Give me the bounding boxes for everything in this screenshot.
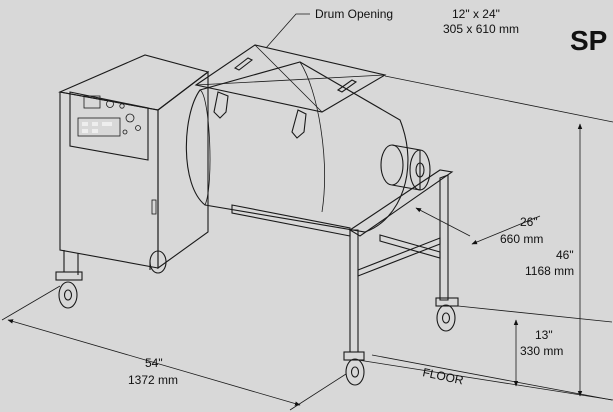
height-mm: 1168 mm	[525, 264, 574, 278]
drum-opening-mm: 305 x 610 mm	[443, 22, 519, 36]
mixing-drum	[185, 44, 431, 233]
drum-opening-inches: 12" x 24"	[452, 7, 500, 21]
caster-wheel	[345, 358, 365, 386]
lid-handle-right	[336, 79, 358, 93]
heading-fragment: SP	[570, 25, 607, 56]
length-inches: 54"	[145, 356, 163, 370]
dimension-lines	[1, 13, 613, 411]
drum-opening-label: Drum Opening	[315, 7, 393, 21]
length-mm: 1372 mm	[128, 373, 178, 387]
lid-clamp-left	[213, 91, 229, 119]
drive-hub	[380, 144, 404, 186]
support-frame	[231, 169, 459, 386]
cabinet-handle	[151, 199, 157, 215]
caster-wheel	[58, 281, 78, 309]
height-inches: 46"	[556, 248, 574, 262]
control-panel	[69, 91, 149, 161]
depth-mm: 660 mm	[500, 232, 543, 246]
lid-clamp-right	[291, 109, 307, 139]
caster-wheel	[436, 304, 456, 332]
depth-inches: 26"	[520, 215, 538, 229]
clearance-inches: 13"	[535, 328, 553, 342]
emergency-knob	[125, 113, 135, 123]
lid-handle-left	[233, 57, 254, 71]
clearance-mm: 330 mm	[520, 344, 563, 358]
indicator-light	[106, 100, 114, 108]
display-screen	[83, 95, 101, 109]
drum-lid	[194, 44, 387, 113]
floor-label: FLOOR	[421, 365, 465, 387]
control-cabinet	[55, 54, 210, 309]
control-buttons-block	[77, 117, 121, 137]
